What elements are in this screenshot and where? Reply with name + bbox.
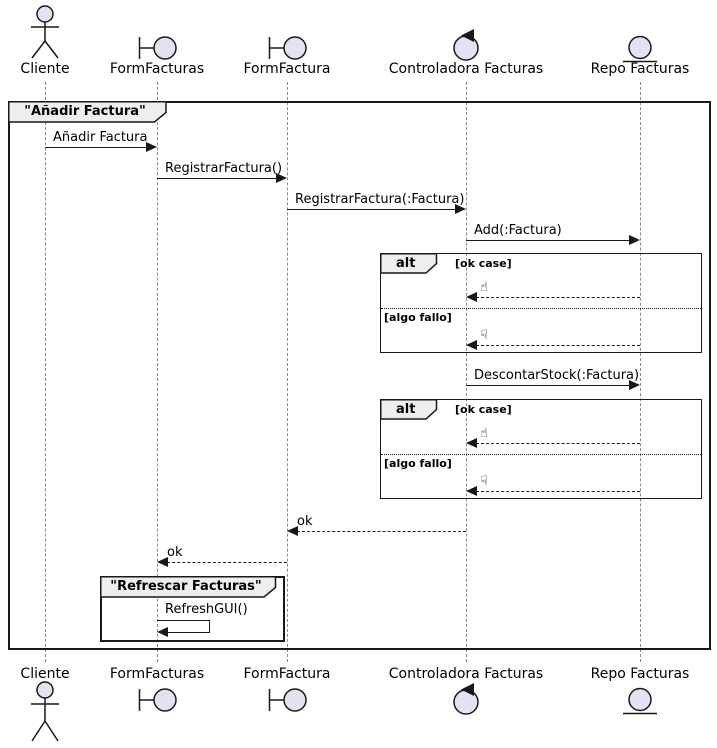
- message-line: [466, 385, 630, 386]
- arrowhead-left-icon: [466, 292, 477, 302]
- boundary-icon: [268, 35, 307, 65]
- message-label: RegistrarFactura(): [165, 161, 283, 176]
- alt-operator-label: alt: [396, 402, 416, 417]
- message-label: RefreshGUI(): [165, 602, 248, 617]
- boundary-icon: [138, 687, 177, 717]
- arrowhead-right-icon: [276, 173, 287, 183]
- frame-title: "Añadir Factura": [24, 104, 146, 119]
- arrowhead-right-icon: [455, 204, 466, 214]
- self-message-line-right: [209, 620, 210, 633]
- alt-operator-tab: [380, 253, 438, 274]
- boundary-icon: [138, 35, 177, 65]
- arrowhead-right-icon: [629, 235, 640, 245]
- frame-anadir-factura: [8, 101, 711, 650]
- participant-label-formfacturas: FormFacturas: [109, 61, 205, 77]
- participant-label-repo-facturas-bottom: Repo Facturas: [590, 666, 690, 682]
- lifeline-cliente: [45, 82, 46, 662]
- entity-icon: [620, 35, 660, 69]
- alt-operator-label: alt: [396, 256, 416, 271]
- alt-fragment-1: [380, 253, 702, 353]
- return-line: [167, 562, 287, 563]
- message-line: [45, 147, 147, 148]
- lifeline-repo-facturas: [640, 82, 641, 662]
- lifeline-formfacturas: [157, 82, 158, 662]
- guard-algo-fallo: [algo fallo]: [384, 311, 452, 324]
- thumbs-down-icon: ☟: [480, 328, 488, 343]
- participant-label-controladora-facturas-bottom: Controladora Facturas: [388, 666, 544, 682]
- guard-ok-case: [ok case]: [455, 257, 512, 270]
- arrowhead-left-icon: [157, 627, 168, 637]
- arrowhead-right-icon: [146, 142, 157, 152]
- message-line: [157, 178, 277, 179]
- self-message-line-top: [157, 620, 210, 621]
- control-icon: [449, 27, 483, 65]
- lifeline-formfactura: [287, 82, 288, 662]
- return-line: [476, 297, 640, 298]
- return-line: [476, 345, 640, 346]
- lifeline-controladora-facturas: [466, 82, 467, 662]
- alt-divider: [381, 308, 701, 309]
- return-line: [476, 491, 640, 492]
- message-line: [466, 240, 630, 241]
- self-message-line-bottom: [167, 632, 210, 633]
- participant-label-cliente-bottom: Cliente: [20, 666, 70, 682]
- participant-label-formfactura-bottom: FormFactura: [243, 666, 331, 682]
- message-label: RegistrarFactura(:Factura): [295, 192, 465, 207]
- participant-label-cliente: Cliente: [20, 61, 70, 77]
- return-label-ok: ok: [167, 545, 183, 560]
- message-line: [287, 209, 456, 210]
- message-label: Add(:Factura): [474, 223, 562, 238]
- entity-icon: [620, 687, 660, 721]
- alt-fragment-2: [380, 399, 702, 499]
- inner-frame-title: "Refrescar Facturas": [110, 579, 262, 594]
- message-label: DescontarStock(:Factura): [474, 368, 640, 383]
- actor-icon: [25, 681, 65, 747]
- arrowhead-left-icon: [466, 486, 477, 496]
- arrowhead-left-icon: [287, 526, 298, 536]
- return-line: [476, 443, 640, 444]
- guard-algo-fallo: [algo fallo]: [384, 457, 452, 470]
- arrowhead-left-icon: [157, 557, 168, 567]
- arrowhead-left-icon: [466, 438, 477, 448]
- frame-title-tab: [8, 101, 167, 123]
- return-line: [297, 531, 466, 532]
- participant-label-formfactura: FormFactura: [243, 61, 331, 77]
- message-label: Añadir Factura: [53, 130, 148, 145]
- return-label-ok: ok: [297, 514, 313, 529]
- arrowhead-left-icon: [466, 340, 477, 350]
- thumbs-down-icon: ☟: [480, 474, 488, 489]
- thumbs-up-icon: ☝: [480, 426, 488, 441]
- actor-icon: [25, 5, 65, 63]
- alt-divider: [381, 454, 701, 455]
- guard-ok-case: [ok case]: [455, 403, 512, 416]
- control-icon: [449, 681, 483, 719]
- arrowhead-right-icon: [629, 380, 640, 390]
- alt-operator-tab: [380, 399, 438, 420]
- participant-label-formfacturas-bottom: FormFacturas: [109, 666, 205, 682]
- thumbs-up-icon: ☝: [480, 280, 488, 295]
- participant-label-repo-facturas: Repo Facturas: [590, 61, 690, 77]
- boundary-icon: [268, 687, 307, 717]
- frame-title-tab: [100, 576, 277, 598]
- participant-label-controladora-facturas: Controladora Facturas: [388, 61, 544, 77]
